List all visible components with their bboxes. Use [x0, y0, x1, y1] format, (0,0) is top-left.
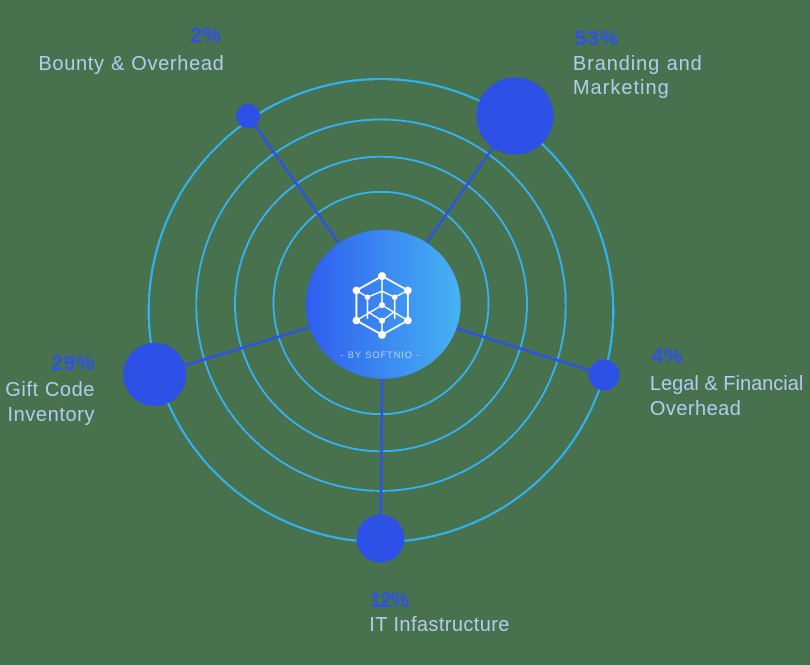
svg-text:- BY SOFTNIO -: - BY SOFTNIO - [340, 350, 420, 360]
